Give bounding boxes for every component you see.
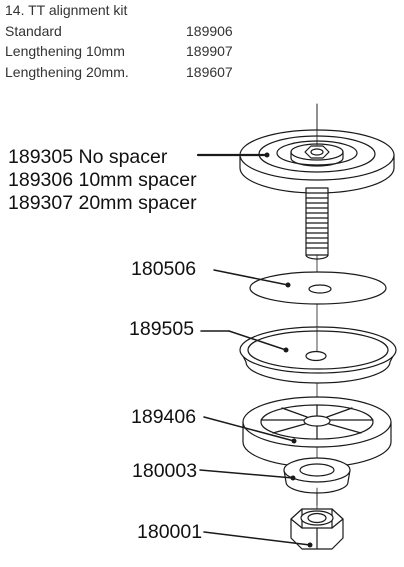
threaded-stud bbox=[305, 187, 329, 260]
label-top-cap-no-spacer: 189305 No spacer bbox=[8, 146, 168, 168]
top-cap-flange bbox=[239, 103, 395, 194]
label-top-cap-10mm-spacer: 189306 10mm spacer bbox=[8, 169, 197, 191]
leader-spoked-wheel bbox=[203, 416, 295, 442]
label-dish: 189505 bbox=[129, 318, 195, 340]
leader-washer-plate bbox=[213, 269, 289, 286]
label-small-washer: 180003 bbox=[132, 460, 198, 482]
dish-plate bbox=[239, 326, 397, 384]
kit-title: 14. TT alignment kit bbox=[5, 2, 128, 18]
variant-part-number: 189907 bbox=[186, 43, 233, 59]
variant-name: Lengthening 10mm bbox=[5, 43, 125, 59]
label-spoked-wheel: 189406 bbox=[131, 406, 197, 428]
leader-lines bbox=[196, 152, 313, 548]
variant-row-standard: Standard 189906 bbox=[5, 21, 233, 42]
variant-part-number: 189906 bbox=[186, 22, 233, 39]
label-nut: 180001 bbox=[137, 521, 203, 543]
label-washer-plate: 180506 bbox=[131, 258, 197, 280]
variant-row-lengthening-10mm: Lengthening 10mm 189907 bbox=[5, 41, 233, 62]
variant-part-number: 189607 bbox=[186, 63, 233, 80]
variant-name: Lengthening 20mm. bbox=[5, 63, 129, 80]
leader-nut bbox=[203, 531, 311, 546]
leader-small-washer bbox=[199, 469, 294, 479]
small-washer bbox=[283, 457, 351, 506]
washer-plate bbox=[249, 271, 387, 305]
spoked-wheel bbox=[242, 396, 392, 468]
hex-nut bbox=[290, 508, 344, 550]
kit-header: 14. TT alignment kit Standard 189906 Len… bbox=[5, 0, 233, 82]
variant-name: Standard bbox=[5, 22, 62, 39]
label-top-cap-20mm-spacer: 189307 20mm spacer bbox=[8, 192, 197, 214]
variant-row-lengthening-20mm: Lengthening 20mm. 189607 bbox=[5, 62, 233, 83]
leader-dish-b bbox=[228, 330, 287, 351]
